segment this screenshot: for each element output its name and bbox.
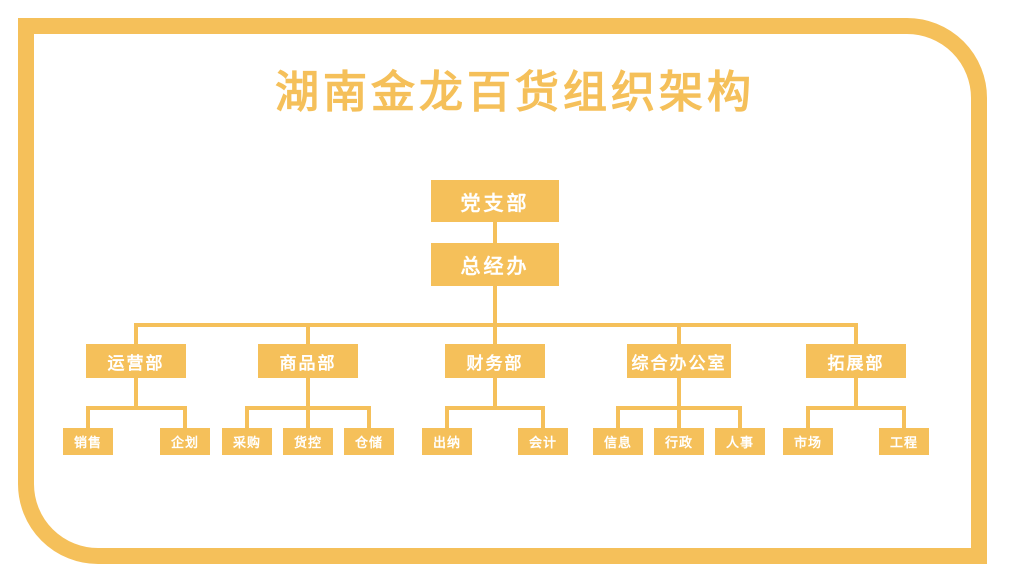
leaf-node-sales: 销售 bbox=[63, 428, 113, 455]
leaf-node-engineering: 工程 bbox=[879, 428, 929, 455]
dept-node-expansion: 拓展部 bbox=[806, 344, 906, 378]
leaf-node-information: 信息 bbox=[593, 428, 643, 455]
leaf-node-administration: 行政 bbox=[654, 428, 704, 455]
leaf-node-personnel: 人事 bbox=[715, 428, 765, 455]
leaf-node-planning: 企划 bbox=[160, 428, 210, 455]
leaf-node-market: 市场 bbox=[783, 428, 833, 455]
dept-node-general-office: 综合办公室 bbox=[627, 344, 731, 378]
org-office-node: 总经办 bbox=[431, 243, 559, 286]
page-title: 湖南金龙百货组织架构 bbox=[275, 67, 755, 118]
leaf-node-inventory-control: 货控 bbox=[283, 428, 333, 455]
leaf-node-purchasing: 采购 bbox=[222, 428, 272, 455]
org-root-node: 党支部 bbox=[431, 180, 559, 222]
leaf-node-warehousing: 仓储 bbox=[344, 428, 394, 455]
leaf-node-cashier: 出纳 bbox=[422, 428, 472, 455]
page-frame bbox=[18, 18, 987, 564]
dept-node-operations: 运营部 bbox=[86, 344, 186, 378]
dept-node-finance: 财务部 bbox=[445, 344, 545, 378]
leaf-node-accounting: 会计 bbox=[518, 428, 568, 455]
dept-node-merchandise: 商品部 bbox=[258, 344, 358, 378]
